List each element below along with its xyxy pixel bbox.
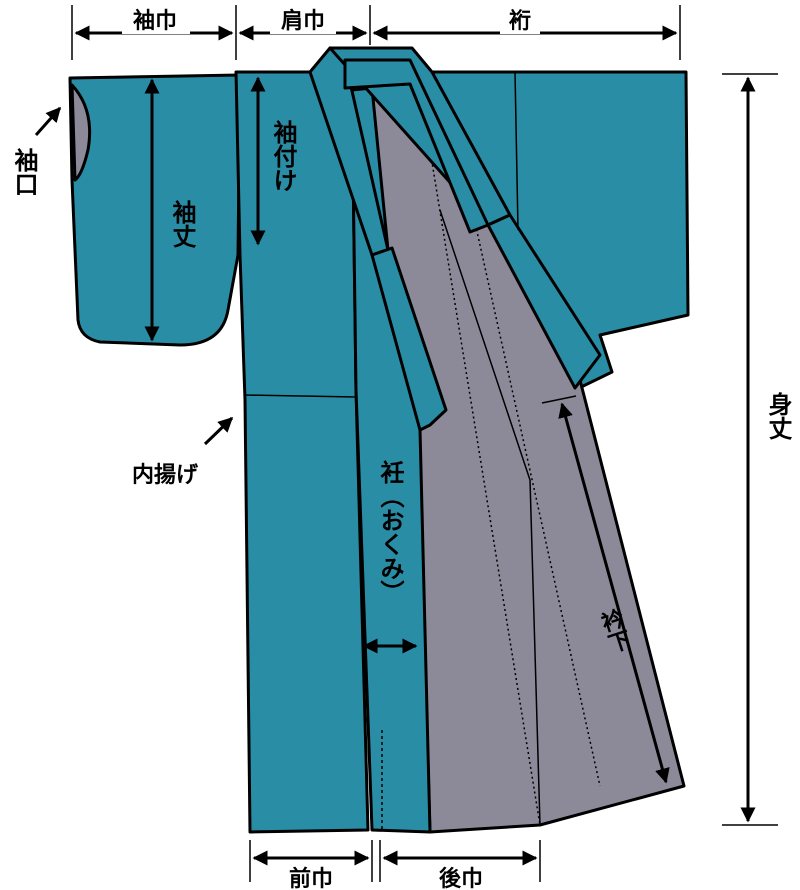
sodehaba-label: 袖巾 <box>133 8 177 34</box>
maehaba-label: 前巾 <box>289 866 333 890</box>
left-sleeve <box>68 73 242 347</box>
collar-right-lower <box>486 213 602 390</box>
katahaba-label-bg <box>270 8 336 34</box>
erishita-top-tick <box>541 395 577 404</box>
ushirohaba-label: 後巾 <box>439 866 483 890</box>
collar-left <box>308 46 390 257</box>
sodetsuke-label: 袖付け <box>269 119 297 192</box>
sodeguchi-pointer <box>34 106 62 136</box>
katahaba-label: 肩巾 <box>281 8 325 34</box>
sleeve-opening <box>70 83 92 182</box>
lining-seam-1 <box>429 149 541 826</box>
yuki-label: 裄 <box>508 9 531 34</box>
sodetake-label: 袖丈 <box>168 199 196 248</box>
ushirohaba-label-bg <box>428 864 494 890</box>
sleeve-seam <box>235 77 241 256</box>
sodehaba-label-bg <box>122 8 190 34</box>
mitake-label: 身丈 <box>764 391 792 440</box>
maehaba-label-bg <box>278 864 344 890</box>
sodeguchi-label: 袖口 <box>10 147 38 196</box>
uchiage-line <box>243 394 357 398</box>
erishita-arrow <box>558 402 670 784</box>
collar-left-lower <box>370 246 448 432</box>
uchiage-pointer <box>203 416 234 446</box>
collar-right-inner <box>343 58 490 234</box>
uchiage-label: 内揚げ <box>132 462 199 488</box>
sodetake-label-bg <box>166 195 198 255</box>
lining-seam-3 <box>439 209 541 826</box>
yuki-label-bg <box>500 8 540 34</box>
okumi-label: 衽（おくみ） <box>376 459 404 604</box>
right-sleeve-seam <box>514 71 519 231</box>
